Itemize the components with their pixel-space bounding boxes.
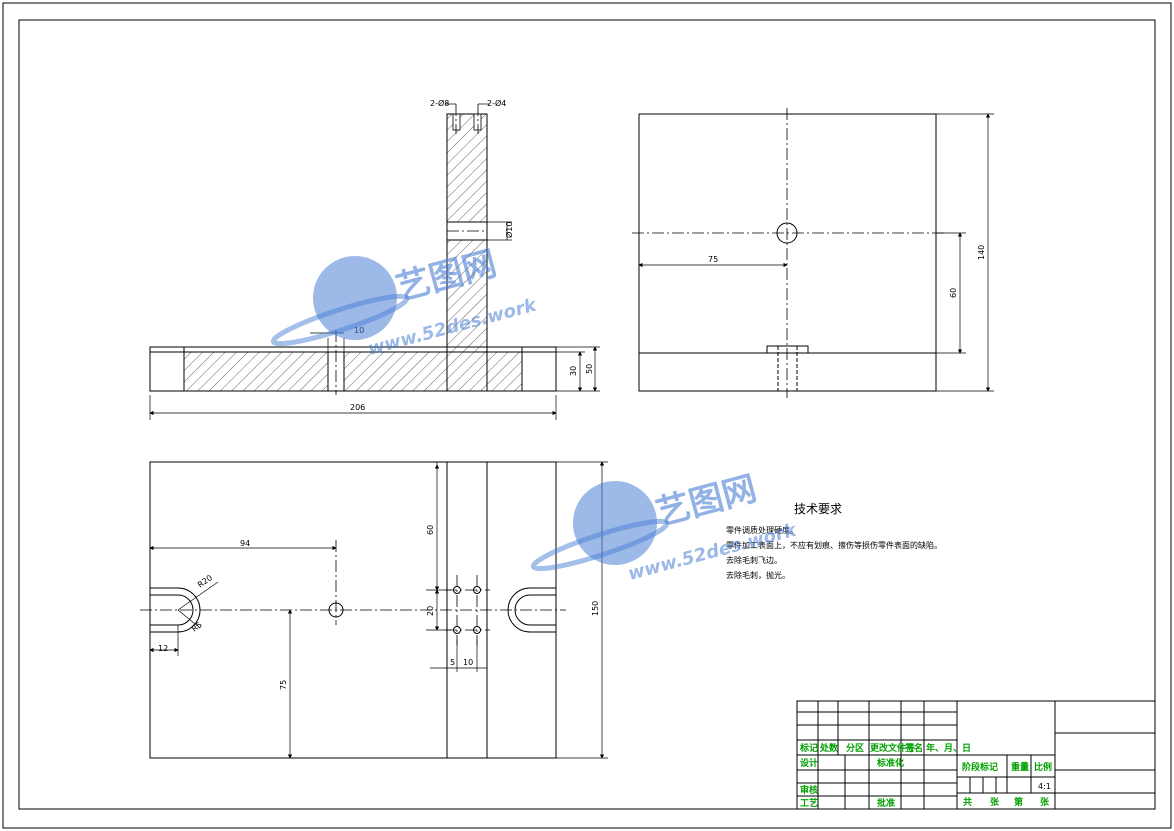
tb-count: 处数: [819, 742, 839, 754]
dim-top-r20: R20: [196, 573, 214, 589]
watermark-globe-icon: [530, 481, 670, 572]
tb-weight: 重量: [1011, 761, 1029, 773]
tb-zone: 分区: [846, 742, 864, 754]
dim-top-h1: 60: [426, 525, 435, 535]
watermark-name: 艺图网: [652, 469, 761, 534]
tb-stage-mark: 阶段标记: [962, 761, 998, 773]
tb-sheet-1: 张: [990, 796, 1000, 808]
tech-line-4: 去除毛刺，抛光。: [726, 570, 790, 580]
dim-top-w12: 12: [158, 644, 168, 653]
dim-bore-dia: Ø10: [504, 222, 514, 238]
dim-front-thk-outer: 50: [585, 364, 594, 374]
dim-holes-left: 2-Ø8: [430, 98, 449, 108]
tb-page: 第: [1014, 796, 1023, 808]
dim-top-r5: R5: [190, 620, 204, 633]
tb-sign: 签名: [904, 742, 923, 754]
dim-side-total: 140: [977, 245, 986, 260]
tb-design: 设计: [800, 757, 818, 769]
tech-line-1: 零件调质处理硬度。: [726, 525, 798, 535]
dim-side-horiz: 75: [708, 255, 718, 264]
tech-line-3: 去除毛刺飞边。: [726, 555, 782, 565]
dim-top-v1: 94: [240, 539, 250, 548]
tb-approve: 批准: [877, 797, 895, 809]
tb-scale-label: 比例: [1034, 761, 1052, 773]
tb-mark: 标记: [799, 742, 818, 754]
dim-side-mid: 60: [949, 288, 958, 298]
tb-review: 审核: [800, 784, 818, 796]
side-view: 75 60 140: [632, 108, 994, 398]
tb-process: 工艺: [800, 797, 818, 809]
tech-title: 技术要求: [794, 502, 842, 516]
tb-date: 年、月、日: [926, 742, 971, 754]
watermark-globe-icon: [270, 256, 410, 347]
dim-front-thk-inner: 30: [569, 366, 578, 376]
dim-top-total: 150: [591, 601, 600, 616]
tech-line-2: 零件加工表面上，不应有划痕、擦伤等损伤零件表面的缺陷。: [726, 540, 942, 550]
top-view: 60 20 94 75 150 12 R20 R5 5 10: [140, 461, 608, 759]
tb-change-doc: 更改文件号: [870, 742, 915, 754]
dim-front-width: 206: [350, 403, 365, 412]
technical-requirements: 技术要求 零件调质处理硬度。 零件加工表面上，不应有划痕、擦伤等损伤零件表面的缺…: [726, 502, 942, 580]
dim-holes-right: 2-Ø4: [487, 98, 506, 108]
tb-standard: 标准化: [876, 757, 904, 769]
dim-top-pitch-h: 10: [463, 658, 473, 667]
dim-top-pitch-v: 20: [426, 606, 435, 616]
title-block: 标记 处数 分区 更改文件号 签名 年、月、日 设计 标准化 审核 工艺 批准 …: [796, 700, 1156, 810]
dim-top-small5: 5: [450, 658, 455, 667]
tb-sheet-2: 张: [1040, 796, 1050, 808]
tb-scale-value: 4:1: [1038, 782, 1051, 791]
watermark-1: 艺图网 www.52des.work: [270, 244, 539, 360]
tb-total: 共: [963, 796, 972, 808]
front-view: 206 30 50 10 Ø10 2-Ø8 2-Ø4: [149, 98, 600, 420]
dim-top-h2: 75: [279, 680, 288, 690]
